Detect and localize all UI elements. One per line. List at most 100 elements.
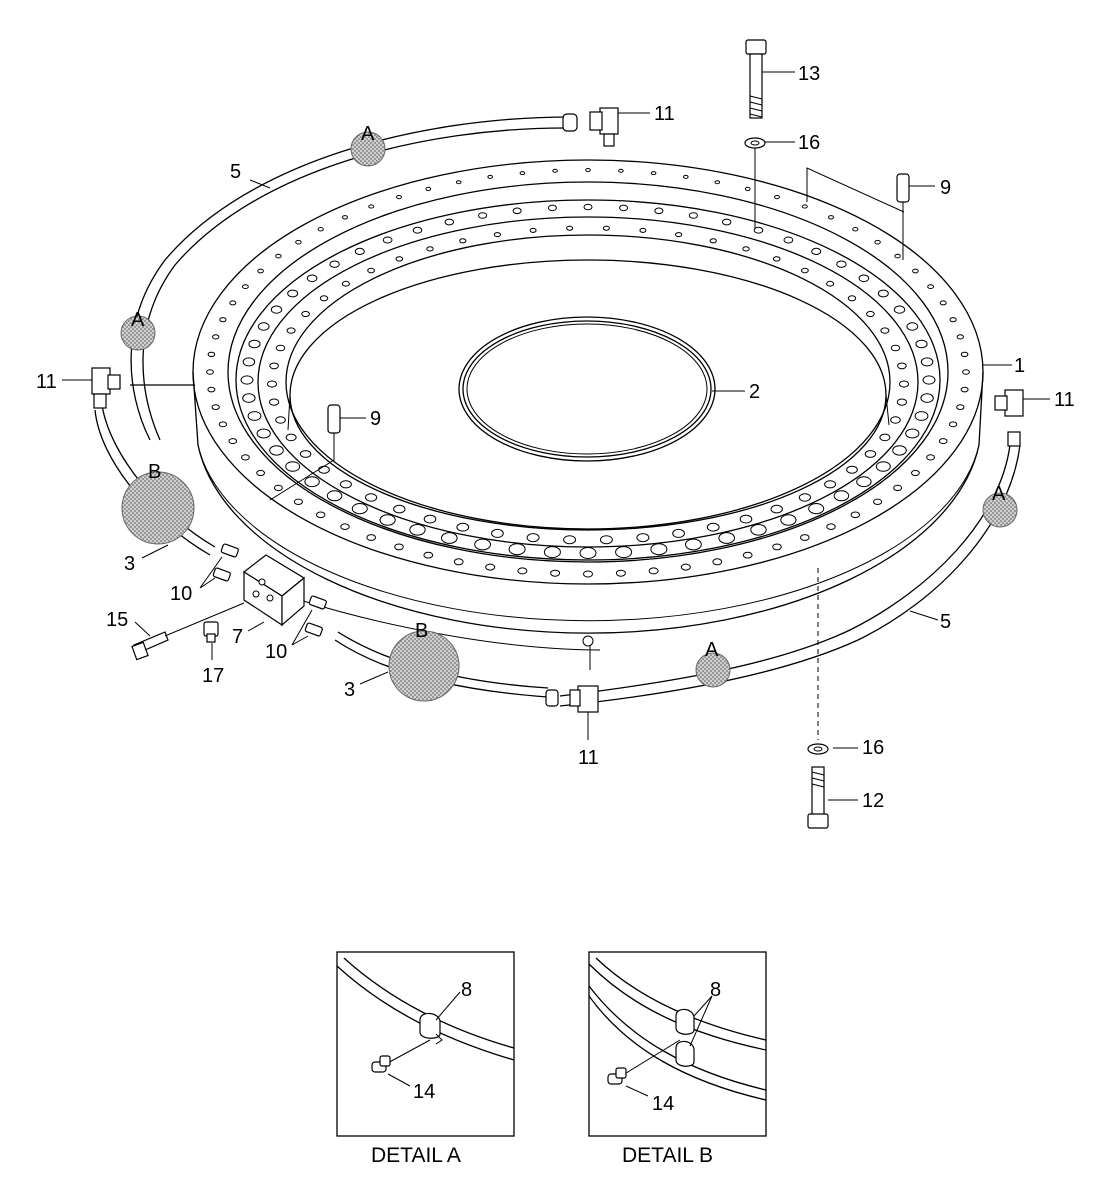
bolt-hole	[956, 334, 964, 340]
detail-b-caption: DETAIL B	[622, 1144, 713, 1167]
bolt-hole	[299, 450, 312, 458]
bolt-hole	[286, 327, 296, 334]
elbow-fitting-bottom	[545, 685, 599, 713]
elbow-fitting-right	[994, 389, 1024, 447]
seal-ring	[458, 316, 716, 462]
bolt-hole	[444, 218, 454, 226]
bolt-hole	[379, 514, 396, 526]
bolt-hole	[846, 465, 858, 474]
bolt-hole	[341, 280, 350, 287]
bolt-hole	[836, 260, 847, 268]
bolt-hole	[850, 511, 860, 519]
bolt-hole	[960, 386, 969, 393]
bolt-hole	[423, 514, 437, 524]
bolt-hole	[896, 398, 908, 406]
callout-11-right: 11	[1054, 389, 1075, 411]
elbow-fitting-left	[91, 367, 121, 409]
detail-marker-b-2: B	[415, 620, 428, 642]
bolt-hole	[618, 168, 624, 173]
bolt-hole	[550, 569, 561, 577]
bolt-holes	[206, 168, 970, 578]
bolt-hole	[228, 438, 238, 445]
detail-marker-a-1: A	[361, 123, 375, 145]
detail-marker-circles	[120, 131, 1018, 702]
callout-5-top: 5	[230, 161, 241, 183]
bolt-hole	[866, 310, 875, 318]
bolt-hole	[856, 476, 872, 488]
callout-9-right: 9	[940, 177, 951, 199]
bolt-hole	[654, 207, 664, 215]
bolt-hole	[526, 533, 540, 543]
bolt-hole	[519, 171, 526, 176]
bolt-hole	[780, 514, 797, 526]
bolt-hole	[683, 174, 689, 179]
elbow-fitting-top	[589, 107, 619, 147]
bolt-hole	[680, 563, 691, 571]
bolt-hole	[459, 238, 467, 244]
bolt-hole	[639, 227, 647, 233]
callout-2: 2	[749, 381, 760, 403]
detail-marker-a-3: A	[992, 483, 1006, 505]
detail-a-callout-8: 8	[461, 979, 472, 1001]
bolt-hole	[453, 558, 464, 566]
bolt-hole	[890, 344, 901, 352]
bolt-hole	[268, 398, 280, 406]
bolt-hole	[718, 532, 736, 544]
bolt-hole	[241, 454, 250, 461]
bolt-hole	[801, 267, 809, 274]
bolt-hole	[248, 339, 261, 349]
bolt-hole	[366, 534, 377, 541]
bolt-hole	[329, 260, 340, 268]
bolt-hole	[774, 195, 780, 200]
bolt-hole	[583, 203, 593, 211]
bolt-hole	[409, 524, 426, 536]
bolt-12	[807, 766, 829, 829]
bolt-hole	[893, 305, 906, 314]
callout-3-left: 3	[124, 553, 135, 575]
bolt-hole	[709, 238, 717, 244]
bolt-hole	[894, 253, 901, 259]
bolt-hole	[770, 504, 783, 514]
bolt-hole	[650, 543, 668, 556]
detail-a-callout-14: 14	[413, 1081, 435, 1103]
callout-5-right: 5	[940, 611, 951, 633]
detail-marker-b-1: B	[148, 461, 161, 483]
bolt-hole	[712, 558, 723, 566]
bolt-hole	[368, 204, 375, 209]
detail-a-panel	[336, 951, 515, 1137]
bolt-hole	[293, 498, 303, 505]
bolt-hole	[939, 300, 947, 306]
bolt-hole	[304, 476, 320, 488]
bolt-hole	[599, 535, 613, 545]
bolt-hole	[267, 380, 277, 388]
bolt-hole	[801, 204, 808, 209]
leader-lines	[62, 71, 1050, 801]
callout-13: 13	[798, 63, 820, 85]
bolt-hole	[783, 236, 794, 244]
washer-16-top	[744, 137, 766, 228]
bolt-hole	[367, 267, 376, 274]
bolt-hole	[394, 543, 404, 551]
bolt-hole	[273, 484, 283, 492]
bolt-hole	[285, 433, 297, 442]
bolt-hole	[269, 362, 279, 370]
bolt-hole	[456, 522, 470, 532]
bolt-hole	[285, 461, 301, 472]
bolt-hole	[739, 514, 753, 524]
bolt-hole	[920, 393, 934, 403]
bolt-hole	[811, 247, 822, 255]
bolt-hole	[207, 351, 216, 358]
bolt-hole	[602, 225, 610, 231]
bolt-hole	[579, 547, 597, 559]
bolt-hole	[257, 268, 264, 274]
callout-11-top: 11	[654, 103, 675, 125]
bolt-hole	[960, 351, 969, 358]
bolt-hole	[426, 246, 434, 252]
bolt-hole	[339, 480, 352, 489]
callout-10-left: 10	[170, 583, 192, 605]
bolt-hole	[899, 380, 909, 388]
callout-16-bottom: 16	[862, 737, 884, 759]
bolt-hole	[508, 543, 526, 556]
bolt-hole	[317, 227, 324, 232]
bolt-hole	[396, 195, 402, 200]
